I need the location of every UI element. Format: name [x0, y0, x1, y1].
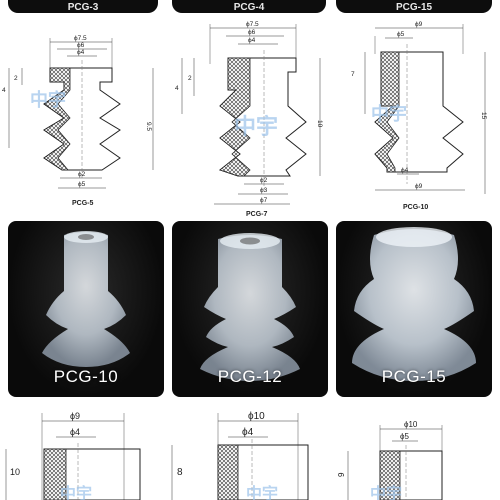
drawing-pcg7: ϕ7.5 ϕ6 ϕ4 2 4 10 ϕ2 ϕ3 ϕ7 PCG-7 中宇: [168, 14, 333, 219]
top-tile-3: PCG-15: [336, 0, 492, 13]
dim-phi75: ϕ7.5: [74, 35, 87, 42]
dim-phi4: ϕ4: [242, 427, 254, 438]
dim-phi9: ϕ9: [70, 411, 80, 421]
drawing-bottom-mid: ϕ10 ϕ4 8 中宇: [168, 405, 334, 500]
drawing-bottom-left: ϕ9 ϕ4 10 中宇: [0, 405, 166, 500]
dim-phi5: ϕ5: [397, 31, 405, 38]
dim-phi7: ϕ7: [260, 197, 268, 204]
dim-phi5: ϕ5: [78, 181, 86, 188]
dim-phi2: ϕ2: [78, 171, 86, 178]
top-tile-label: PCG-4: [233, 2, 265, 13]
cup-image: [352, 227, 476, 381]
drawing-pcg10: ϕ9 ϕ5 7 15 ϕ4 ϕ9 PCG-10 中宇: [335, 14, 500, 214]
top-strip: PCG-3 PCG-4 PCG-15: [0, 0, 500, 16]
dim-h2: 2: [14, 75, 18, 82]
dim-phi10: ϕ10: [248, 411, 265, 422]
dim-phi4: ϕ4: [77, 49, 85, 56]
dim-phi9: ϕ9: [415, 21, 423, 28]
dim-phi4: ϕ4: [248, 37, 256, 44]
dim-h10: 10: [10, 467, 20, 477]
watermark-brand: 中宇: [60, 484, 92, 500]
top-tile-label: PCG-15: [395, 2, 433, 13]
dim-h95: 9.5: [145, 122, 152, 131]
dim-phi4: ϕ4: [70, 427, 80, 437]
caption-pcg5: PCG-5: [72, 200, 94, 207]
dim-h8: 8: [177, 467, 183, 478]
cup-image: [42, 231, 130, 367]
dim-phi6: ϕ6: [248, 29, 256, 36]
watermark-brand: 中宇: [371, 103, 407, 124]
watermark-brand: 中宇: [30, 89, 66, 110]
photo-pcg10: PCG-10: [8, 221, 164, 397]
dim-phi5: ϕ5: [400, 432, 409, 441]
photo-label: PCG-10: [53, 367, 119, 386]
dim-h4: 4: [2, 87, 6, 94]
cup-image: [200, 233, 300, 381]
dim-phi75: ϕ7.5: [246, 21, 259, 28]
watermark-brand: 中宇: [234, 114, 278, 139]
photo-pcg12: PCG-12: [172, 221, 328, 397]
dim-phi3: ϕ3: [260, 187, 268, 194]
dim-phi6: ϕ6: [77, 42, 85, 49]
watermark-brand: 中宇: [370, 484, 402, 500]
dim-h9: 9: [337, 472, 346, 477]
drawing-pcg5: ϕ7.5 ϕ6 ϕ4 2 4 9.5 ϕ2 ϕ5 PCG-5 中宇: [0, 30, 165, 215]
top-tile-label: PCG-3: [67, 2, 99, 13]
dim-phi9b: ϕ9: [415, 183, 423, 190]
caption-pcg10: PCG-10: [403, 204, 428, 211]
dim-phi4: ϕ4: [401, 167, 409, 174]
top-tile-1: PCG-3: [8, 0, 158, 13]
top-tile-2: PCG-4: [172, 0, 326, 13]
dim-phi2: ϕ2: [260, 177, 268, 184]
photo-label: PCG-12: [217, 367, 283, 386]
photo-pcg15: PCG-15: [336, 221, 492, 397]
dim-phi10: ϕ10: [404, 420, 418, 429]
dim-h15: 15: [480, 112, 487, 120]
watermark-brand: 中宇: [246, 484, 278, 500]
photo-label: PCG-15: [381, 367, 447, 386]
dim-h4: 4: [175, 85, 179, 92]
dim-h2: 2: [188, 75, 192, 82]
dim-h7: 7: [351, 71, 355, 78]
caption-pcg7: PCG-7: [246, 211, 268, 218]
dim-h10: 10: [316, 120, 323, 128]
drawing-bottom-right: ϕ10 ϕ5 9 中宇: [334, 405, 500, 500]
